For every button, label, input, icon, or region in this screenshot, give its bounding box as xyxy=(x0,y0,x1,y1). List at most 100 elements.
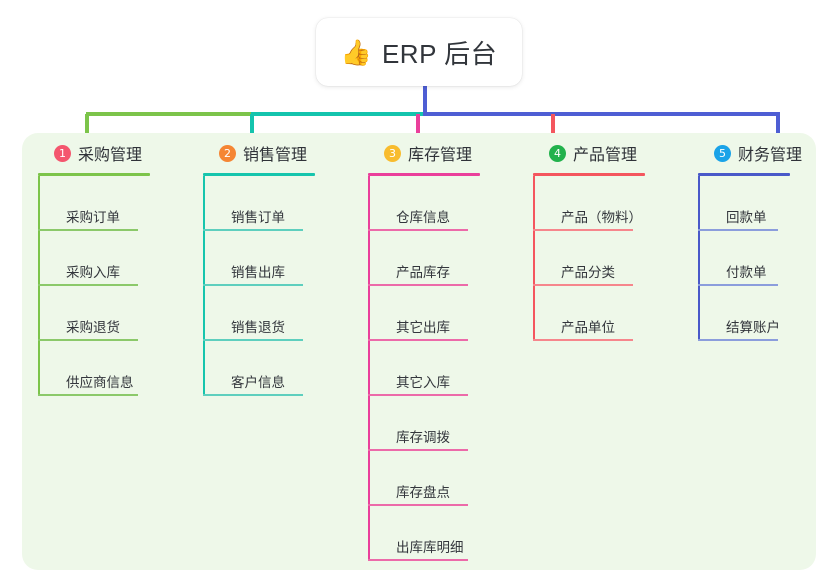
thumbs-up-icon: 👍 xyxy=(340,37,372,67)
diagram-panel xyxy=(22,133,816,570)
column-header-4[interactable]: 4 产品管理 xyxy=(533,140,693,166)
badge-number-icon: 2 xyxy=(219,144,236,162)
leaf-label: 产品库存 xyxy=(396,265,450,280)
leaf-rule xyxy=(368,229,468,231)
leaf-label: 供应商信息 xyxy=(66,375,134,390)
leaf-label: 付款单 xyxy=(726,265,767,280)
column-header-rule xyxy=(38,173,150,176)
column-title: 财务管理 xyxy=(738,147,803,164)
leaf-rule xyxy=(533,339,633,341)
column-items: 产品（物料） 产品分类产品单位 xyxy=(533,176,693,341)
leaf-item[interactable]: 产品库存 xyxy=(368,231,528,286)
leaf-item[interactable]: 产品（物料） xyxy=(533,176,693,231)
leaf-item[interactable]: 产品分类 xyxy=(533,231,693,286)
column-title: 库存管理 xyxy=(408,147,473,164)
leaf-label: 采购入库 xyxy=(66,265,120,280)
leaf-item[interactable]: 采购入库 xyxy=(38,231,198,286)
column-header-rule xyxy=(533,173,645,176)
leaf-label: 其它入库 xyxy=(396,375,450,390)
leaf-rule xyxy=(203,229,303,231)
column-spine xyxy=(698,176,700,341)
column-1: 1 采购管理采购订单采购入库采购退货供应商信息 xyxy=(38,140,198,396)
leaf-rule xyxy=(38,394,138,396)
column-items: 仓库信息产品库存其它出库其它入库库存调拨库存盘点出库库明细 xyxy=(368,176,528,561)
leaf-rule xyxy=(698,229,778,231)
leaf-label: 库存调拨 xyxy=(396,430,450,445)
column-header-1[interactable]: 1 采购管理 xyxy=(38,140,198,166)
leaf-rule xyxy=(203,394,303,396)
leaf-item[interactable]: 销售订单 xyxy=(203,176,363,231)
column-title: 采购管理 xyxy=(78,147,143,164)
column-items: 销售订单销售出库销售退货客户信息 xyxy=(203,176,363,396)
leaf-rule xyxy=(368,284,468,286)
leaf-label: 回款单 xyxy=(726,210,767,225)
leaf-rule xyxy=(533,284,633,286)
column-spine xyxy=(203,176,205,396)
leaf-item[interactable]: 采购退货 xyxy=(38,286,198,341)
column-spine xyxy=(533,176,535,341)
leaf-label: 销售出库 xyxy=(231,265,285,280)
leaf-label: 其它出库 xyxy=(396,320,450,335)
column-items: 回款单付款单结算账户 xyxy=(698,176,838,341)
leaf-label: 销售订单 xyxy=(231,210,285,225)
column-header-2[interactable]: 2 销售管理 xyxy=(203,140,363,166)
leaf-label: 库存盘点 xyxy=(396,485,450,500)
leaf-rule xyxy=(368,504,468,506)
leaf-label: 销售退货 xyxy=(231,320,285,335)
leaf-item[interactable]: 出库库明细 xyxy=(368,506,528,561)
badge-number-icon: 5 xyxy=(714,144,731,162)
leaf-item[interactable]: 库存调拨 xyxy=(368,396,528,451)
root-node[interactable]: 👍 ERP 后台 xyxy=(316,18,522,86)
leaf-label: 产品分类 xyxy=(561,265,615,280)
leaf-item[interactable]: 销售退货 xyxy=(203,286,363,341)
leaf-label: 产品单位 xyxy=(561,320,615,335)
leaf-rule xyxy=(368,449,468,451)
column-items: 采购订单采购入库采购退货供应商信息 xyxy=(38,176,198,396)
column-2: 2 销售管理销售订单销售出库销售退货客户信息 xyxy=(203,140,363,396)
leaf-item[interactable]: 供应商信息 xyxy=(38,341,198,396)
leaf-item[interactable]: 采购订单 xyxy=(38,176,198,231)
leaf-label: 结算账户 xyxy=(726,320,780,335)
column-5: 5 财务管理回款单付款单结算账户 xyxy=(698,140,838,341)
leaf-label: 仓库信息 xyxy=(396,210,450,225)
leaf-rule xyxy=(38,339,138,341)
column-4: 4 产品管理产品（物料） 产品分类产品单位 xyxy=(533,140,693,341)
leaf-rule xyxy=(368,559,468,561)
root-title: ERP 后台 xyxy=(381,38,498,69)
leaf-item[interactable]: 销售出库 xyxy=(203,231,363,286)
badge-number-icon: 4 xyxy=(549,144,566,162)
leaf-label: 采购退货 xyxy=(66,320,120,335)
leaf-rule xyxy=(698,339,778,341)
badge-number-icon: 3 xyxy=(384,144,401,162)
column-header-rule xyxy=(698,173,790,176)
leaf-item[interactable]: 付款单 xyxy=(698,231,838,286)
leaf-rule xyxy=(698,284,778,286)
column-header-rule xyxy=(203,173,315,176)
column-spine xyxy=(368,176,370,561)
leaf-rule xyxy=(368,339,468,341)
leaf-item[interactable]: 库存盘点 xyxy=(368,451,528,506)
column-title: 产品管理 xyxy=(573,147,638,164)
leaf-rule xyxy=(368,394,468,396)
leaf-rule xyxy=(38,229,138,231)
leaf-label: 客户信息 xyxy=(231,375,285,390)
column-3: 3 库存管理仓库信息产品库存其它出库其它入库库存调拨库存盘点出库库明细 xyxy=(368,140,528,561)
leaf-item[interactable]: 其它出库 xyxy=(368,286,528,341)
leaf-label: 采购订单 xyxy=(66,210,120,225)
leaf-item[interactable]: 回款单 xyxy=(698,176,838,231)
leaf-label: 产品（物料） xyxy=(561,210,642,225)
column-spine xyxy=(38,176,40,396)
column-header-5[interactable]: 5 财务管理 xyxy=(698,140,838,166)
column-title: 销售管理 xyxy=(243,147,308,164)
leaf-item[interactable]: 产品单位 xyxy=(533,286,693,341)
column-header-rule xyxy=(368,173,480,176)
leaf-rule xyxy=(38,284,138,286)
leaf-item[interactable]: 其它入库 xyxy=(368,341,528,396)
badge-number-icon: 1 xyxy=(54,144,71,162)
leaf-rule xyxy=(203,339,303,341)
leaf-item[interactable]: 客户信息 xyxy=(203,341,363,396)
leaf-label: 出库库明细 xyxy=(396,540,464,555)
column-header-3[interactable]: 3 库存管理 xyxy=(368,140,528,166)
leaf-item[interactable]: 仓库信息 xyxy=(368,176,528,231)
leaf-item[interactable]: 结算账户 xyxy=(698,286,838,341)
